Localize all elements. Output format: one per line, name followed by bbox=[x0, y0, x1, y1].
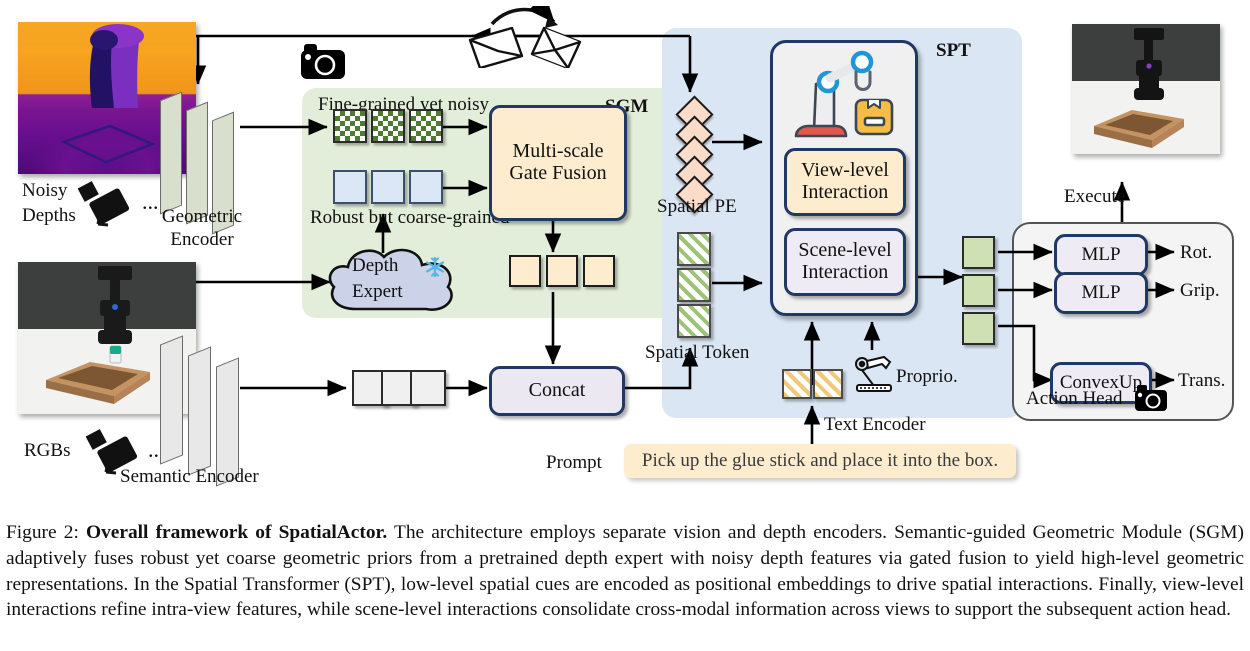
view-projection-icon bbox=[468, 6, 582, 68]
text-encoder-label: Text Encoder bbox=[824, 414, 926, 435]
camera-side-icon-rgb bbox=[86, 429, 138, 475]
scene-level-interaction-box[interactable]: Scene-level Interaction bbox=[784, 228, 906, 296]
depth-ellipsis: ... bbox=[142, 189, 159, 214]
depth-expert-label-line1: Depth bbox=[352, 255, 399, 276]
multi-scale-gate-fusion-box[interactable]: Multi-scale Gate Fusion bbox=[489, 105, 627, 221]
scene-level-line1: Scene-level bbox=[798, 239, 892, 262]
action-mlp-grip-box[interactable]: MLP bbox=[1054, 272, 1148, 314]
spatial-token bbox=[677, 268, 711, 302]
action-row-module: ConvexUp bbox=[1059, 371, 1143, 393]
depth-expert-cloud bbox=[328, 248, 453, 311]
fused-geometric-token bbox=[509, 255, 541, 287]
action-mlp-rot-box[interactable]: MLP bbox=[1054, 234, 1148, 276]
figure-body: The architecture employs separate vision… bbox=[6, 522, 1244, 621]
prior-token bbox=[333, 170, 367, 204]
depth-expert-label-line2: Expert bbox=[352, 281, 403, 302]
spatial-token bbox=[677, 304, 711, 338]
view-level-interaction-box[interactable]: View-level Interaction bbox=[784, 148, 906, 216]
spatial-pe-label: Spatial PE bbox=[657, 196, 737, 217]
camera-icon-action-head bbox=[1135, 385, 1167, 411]
execute-result-image bbox=[1072, 24, 1220, 154]
figure-diagram: Noisy Depths ... bbox=[18, 6, 1234, 487]
proprio-label: Proprio. bbox=[896, 366, 958, 387]
action-row-output: Rot. bbox=[1180, 242, 1213, 263]
snowflake-icon bbox=[425, 256, 445, 278]
semantic-token bbox=[410, 370, 446, 406]
action-row-output: Grip. bbox=[1180, 280, 1220, 301]
depth-feature-token bbox=[409, 109, 443, 143]
robust-coarse-label: Robust but coarse-grained bbox=[310, 207, 510, 228]
geometric-encoder-label-line1: Geometric bbox=[161, 206, 243, 227]
figure-number: Figure 2: bbox=[6, 522, 79, 543]
spt-title: SPT bbox=[936, 40, 971, 61]
figure-title: Overall framework of SpatialActor. bbox=[85, 522, 388, 543]
output-token bbox=[962, 274, 995, 307]
prompt-label: Prompt bbox=[546, 452, 602, 473]
view-level-line1: View-level bbox=[801, 159, 889, 182]
camera-side-icon-depth bbox=[78, 181, 130, 227]
robot-arm-small-icon bbox=[855, 355, 892, 392]
semantic-encoder-label: Semantic Encoder bbox=[120, 466, 259, 487]
concat-label: Concat bbox=[528, 379, 586, 402]
view-level-line2: Interaction bbox=[801, 181, 889, 203]
output-token bbox=[962, 312, 995, 345]
action-row-module: MLP bbox=[1081, 243, 1121, 265]
figure-caption: Figure 2: Overall framework of SpatialAc… bbox=[6, 520, 1244, 623]
prior-token bbox=[371, 170, 405, 204]
action-row-output: Trans. bbox=[1178, 370, 1226, 391]
spatial-token bbox=[677, 232, 711, 266]
scene-level-line2: Interaction bbox=[801, 261, 889, 283]
execute-label: Execute bbox=[1064, 186, 1126, 207]
prior-token bbox=[409, 170, 443, 204]
text-token bbox=[782, 369, 812, 399]
concat-box[interactable]: Concat bbox=[489, 366, 625, 416]
text-token bbox=[813, 369, 843, 399]
fused-geometric-token bbox=[546, 255, 578, 287]
robot-arm-icon bbox=[794, 50, 894, 138]
noisy-depths-label-line2: Depths bbox=[22, 205, 76, 226]
action-convexup-trans-box[interactable]: ConvexUp bbox=[1050, 362, 1152, 404]
rgbs-label: RGBs bbox=[24, 440, 71, 461]
gate-fusion-line2: Gate Fusion bbox=[509, 162, 607, 184]
depth-feature-token bbox=[371, 109, 405, 143]
noisy-depths-label-line1: Noisy bbox=[22, 180, 68, 201]
depth-feature-token bbox=[333, 109, 367, 143]
geometric-encoder-label-line2: Encoder bbox=[170, 229, 234, 250]
prompt-text[interactable]: Pick up the glue stick and place it into… bbox=[624, 444, 1016, 478]
action-row-module: MLP bbox=[1081, 281, 1121, 303]
action-head-title: Action Head bbox=[1026, 388, 1123, 409]
camera-icon-top bbox=[301, 44, 345, 79]
fused-geometric-token bbox=[583, 255, 615, 287]
gate-fusion-line1: Multi-scale bbox=[512, 140, 604, 163]
output-token bbox=[962, 236, 995, 269]
spatial-token-label: Spatial Token bbox=[645, 342, 750, 363]
